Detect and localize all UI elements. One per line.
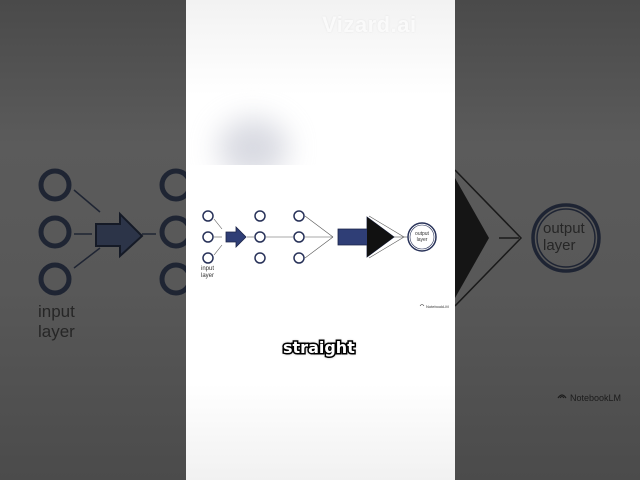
edge-1	[213, 218, 223, 230]
bg-input-node-3	[38, 262, 72, 296]
bg-hidden-node-2	[159, 215, 186, 249]
bg-input-node-2	[38, 215, 72, 249]
bg-chevron	[455, 169, 523, 307]
bg-hidden-node-1	[159, 168, 186, 202]
input-layer-label: input layer	[201, 266, 215, 279]
bg-notebook-logo	[557, 394, 567, 399]
hidden-node-b1	[293, 210, 305, 222]
output-layer-label: output layer	[415, 231, 429, 243]
bg-edge-3	[73, 247, 101, 269]
small-arrow	[225, 226, 247, 248]
hidden-node-a1	[254, 210, 266, 222]
input-node-3	[202, 252, 214, 264]
notebook-watermark: NotebookLM	[426, 304, 449, 309]
input-node-1	[202, 210, 214, 222]
bg-output-node	[531, 203, 601, 273]
hidden-node-b3	[293, 252, 305, 264]
bg-notebook-watermark: NotebookLM	[570, 393, 622, 403]
input-node-2	[202, 231, 214, 243]
edge-3	[213, 244, 223, 256]
bg-dark-arrow-tip	[455, 178, 489, 298]
bg-input-node-1	[38, 168, 72, 202]
hidden-node-a3	[254, 252, 266, 264]
bg-arrow	[95, 211, 144, 259]
vizard-watermark: Vizard.ai	[322, 12, 417, 37]
output-node	[407, 222, 437, 252]
background-network-left	[38, 168, 186, 296]
bg-hidden-node-3	[159, 262, 186, 296]
large-arrow-head	[367, 217, 394, 257]
background-network-right	[455, 169, 601, 399]
neural-network-slide: input layer output layer NotebookLM	[186, 165, 455, 313]
network-diagram	[202, 210, 437, 307]
hidden-node-a2	[254, 231, 266, 243]
subtitle-caption: straight	[282, 337, 357, 359]
edge-8	[304, 236, 334, 259]
bg-edge-1	[73, 189, 101, 213]
notebook-logo-icon	[419, 304, 425, 307]
hidden-node-b2	[293, 231, 305, 243]
edge-6	[304, 215, 334, 238]
